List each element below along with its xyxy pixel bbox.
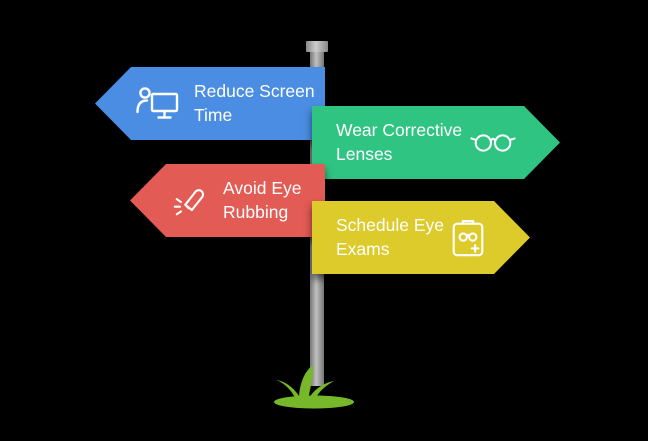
sign-schedule-eye-exams-panel: Schedule Eye Exams: [312, 201, 530, 274]
sign-schedule-eye-exams: Schedule Eye Exams: [312, 201, 530, 274]
sign-label-reduce-screen-time: Reduce Screen Time: [194, 81, 315, 125]
sign-label-avoid-eye-rubbing: Avoid Eye Rubbing: [223, 178, 302, 222]
grass-tuft: [270, 364, 358, 410]
grass-blades: [276, 365, 334, 401]
eye-exam-icon: [450, 218, 486, 258]
sign-reduce-screen-time: Reduce Screen Time: [95, 67, 325, 140]
eye-rubbing-icon: [170, 182, 210, 220]
sign-avoid-eye-rubbing: Avoid Eye Rubbing: [130, 164, 325, 237]
sign-reduce-screen-time-panel: Reduce Screen Time: [95, 67, 325, 140]
signpost-pole-cap: [306, 41, 328, 52]
sign-avoid-eye-rubbing-panel: Avoid Eye Rubbing: [130, 164, 325, 237]
sign-label-schedule-eye-exams: Schedule Eye Exams: [336, 215, 444, 259]
sign-wear-corrective-lenses-panel: Wear Corrective Lenses: [312, 106, 560, 179]
sign-label-wear-corrective-lenses: Wear Corrective Lenses: [336, 120, 463, 164]
sign-wear-corrective-lenses: Wear Corrective Lenses: [312, 106, 560, 179]
person-monitor-icon: [135, 85, 181, 123]
glasses-icon: [470, 130, 516, 156]
grass-base: [274, 395, 354, 409]
